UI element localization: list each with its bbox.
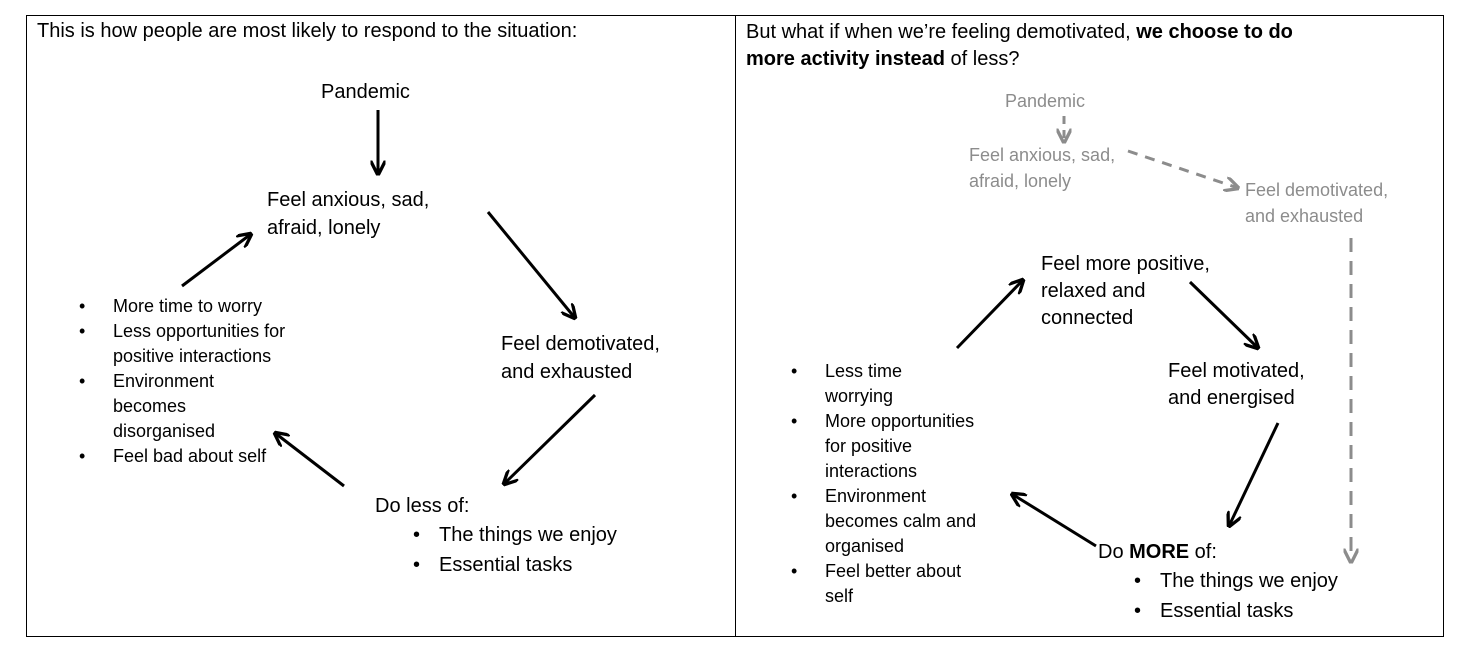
right-intro-bold-1: we choose to do xyxy=(1136,21,1293,43)
list-item: The things we enjoy xyxy=(405,520,617,550)
left-do-less-list: The things we enjoy Essential tasks xyxy=(405,520,617,580)
right-positive-line-1: Feel more positive, xyxy=(1041,253,1210,275)
arrow-consequences-to-positive xyxy=(955,280,1023,350)
left-anxious-line-2: afraid, lonely xyxy=(267,217,381,239)
list-item: More opportunities for positive interact… xyxy=(785,409,975,484)
right-consequences-list: Less time worrying More opportunities fo… xyxy=(785,359,1035,609)
right-do-prefix: Do xyxy=(1098,541,1130,563)
list-item: Feel bad about self xyxy=(73,444,343,469)
list-item: Essential tasks xyxy=(405,550,617,580)
left-consequences-list: More time to worry Less opportunities fo… xyxy=(73,294,343,469)
right-intro-plain: But what if when we’re feeling demotivat… xyxy=(746,21,1137,43)
list-item: Feel better about self xyxy=(785,559,975,609)
right-anxious-line-2: afraid, lonely xyxy=(969,171,1072,191)
arrow-consequences-to-anxious xyxy=(181,234,251,288)
arrow-motivated-to-do-more xyxy=(1229,422,1280,526)
list-item: More time to worry xyxy=(73,294,343,319)
list-item: Environment becomes disorganised xyxy=(73,369,233,444)
right-do-bold: MORE xyxy=(1129,541,1190,563)
right-positive-line-3: connected xyxy=(1041,307,1134,329)
right-anxious-line-1: Feel anxious, sad, xyxy=(969,145,1116,165)
list-item: Essential tasks xyxy=(1126,596,1338,626)
arrow-anxious-to-demotivated xyxy=(486,211,575,318)
panel-divider xyxy=(735,15,736,637)
arrow-positive-to-motivated xyxy=(1188,280,1258,348)
right-positive-line-2: relaxed and xyxy=(1041,280,1146,302)
right-demotivated-line-2: and exhausted xyxy=(1245,206,1364,226)
arrow-demotivated-to-do-less xyxy=(504,393,597,484)
right-intro-end: of less? xyxy=(944,48,1020,70)
list-item: Less opportunities for positive interact… xyxy=(73,319,343,369)
left-pandemic-node: Pandemic xyxy=(321,81,410,103)
left-intro-text: This is how people are most likely to re… xyxy=(37,20,578,42)
right-intro-bold-2: more activity instead xyxy=(746,48,945,70)
right-demotivated-line-1: Feel demotivated, xyxy=(1245,180,1389,200)
arrow-do-more-to-consequences xyxy=(1012,494,1097,548)
list-item: The things we enjoy xyxy=(1126,566,1338,596)
arrow-do-less-to-consequences xyxy=(275,433,345,488)
right-motivated-line-2: and energised xyxy=(1168,387,1295,409)
left-do-less-heading: Do less of: xyxy=(375,495,470,517)
right-motivated-line-1: Feel motivated, xyxy=(1168,360,1305,382)
right-do-more-heading: Do MORE of: xyxy=(1098,540,1217,565)
right-intro-text: But what if when we’re feeling demotivat… xyxy=(746,19,1426,73)
left-demotivated-line-1: Feel demotivated, xyxy=(501,333,660,355)
right-do-suffix: of: xyxy=(1189,541,1217,563)
left-anxious-line-1: Feel anxious, sad, xyxy=(267,189,430,211)
right-do-more-list: The things we enjoy Essential tasks xyxy=(1126,566,1338,626)
left-demotivated-line-2: and exhausted xyxy=(501,361,633,383)
right-pandemic-node: Pandemic xyxy=(1005,91,1086,111)
list-item: Less time worrying xyxy=(785,359,975,409)
arrow-faded-anxious-to-demotivated xyxy=(1127,149,1238,188)
list-item: Environment becomes calm and organised xyxy=(785,484,985,559)
